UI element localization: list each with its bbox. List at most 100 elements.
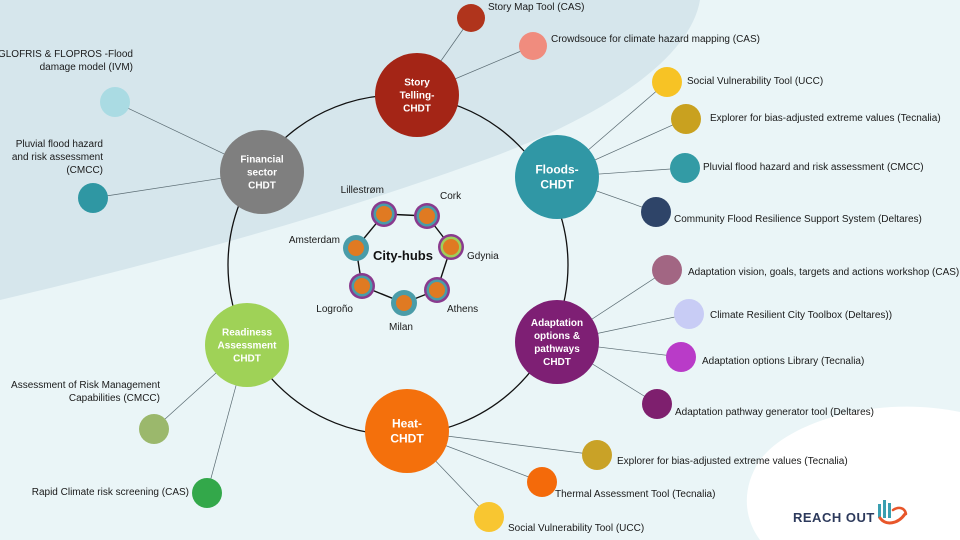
hub-label: Heat- [392, 417, 422, 431]
city-label: Lillestrøm [341, 185, 384, 196]
hub-label: CHDT [233, 354, 261, 365]
logo-text: REACH OUT [793, 510, 875, 525]
reach-out-logo: REACH OUT [793, 500, 908, 525]
hub-heat[interactable]: Heat-CHDT [365, 389, 449, 473]
hub-label: pathways [534, 344, 580, 355]
tool-node[interactable]: Crowdsouce for climate hazard mapping (C… [519, 32, 760, 60]
hub-label: options & [534, 331, 580, 342]
tool-label: Adaptation options Library (Tecnalia) [702, 356, 864, 367]
city-node[interactable]: Cork [414, 191, 462, 229]
hub-group: StoryTelling-CHDTFloods-CHDTAdaptationop… [205, 53, 599, 473]
tool-node[interactable]: Explorer for bias-adjusted extreme value… [582, 440, 848, 470]
tool-dot [519, 32, 547, 60]
hub-label: CHDT [540, 178, 574, 192]
tool-node[interactable]: Adaptation vision, goals, targets and ac… [652, 255, 959, 285]
tool-dot [474, 502, 504, 532]
city-node[interactable]: Milan [389, 290, 417, 333]
tool-node[interactable]: Thermal Assessment Tool (Tecnalia) [527, 467, 715, 500]
tool-dot [641, 197, 671, 227]
city-label: Gdynia [467, 251, 499, 262]
tool-dot [192, 478, 222, 508]
tool-dot [582, 440, 612, 470]
tool-node[interactable]: Community Flood Resilience Support Syste… [641, 197, 922, 227]
tool-dot [652, 67, 682, 97]
tool-label: Explorer for bias-adjusted extreme value… [617, 456, 848, 467]
hub-label: CHDT [543, 357, 571, 368]
tool-label: Explorer for bias-adjusted extreme value… [710, 113, 941, 124]
background-blob-bottom-right [746, 406, 960, 540]
tool-dot [670, 153, 700, 183]
hub-floods[interactable]: Floods-CHDT [515, 135, 599, 219]
hub-label: Floods- [535, 163, 578, 177]
hub-label: Story [404, 78, 430, 89]
hub-label: CHDT [390, 432, 424, 446]
city-label: Cork [440, 191, 462, 202]
tool-label: Adaptation vision, goals, targets and ac… [688, 267, 959, 278]
city-core [396, 295, 412, 311]
tool-dot [457, 4, 485, 32]
tool-node[interactable]: Rapid Climate risk screening (CAS) [32, 478, 222, 508]
hub-circle [365, 389, 449, 473]
hub-circle [220, 130, 304, 214]
hub-label: CHDT [248, 181, 276, 192]
tool-label: damage model (IVM) [40, 62, 133, 73]
tool-dot [527, 467, 557, 497]
tool-label: Climate Resilient City Toolbox (Deltares… [710, 310, 892, 321]
logo-hands-icon [878, 500, 908, 525]
tool-dot [139, 414, 169, 444]
city-node[interactable]: Lillestrøm [341, 185, 397, 227]
tool-label: Community Flood Resilience Support Syste… [674, 214, 922, 225]
tool-dot [666, 342, 696, 372]
city-core [429, 282, 445, 298]
tool-dot [642, 389, 672, 419]
city-core [419, 208, 435, 224]
city-node[interactable]: Logroño [316, 273, 375, 315]
city-node[interactable]: Amsterdam [289, 235, 369, 261]
tool-node[interactable]: Adaptation options Library (Tecnalia) [666, 342, 864, 372]
tool-node[interactable]: Climate Resilient City Toolbox (Deltares… [674, 299, 892, 329]
tool-node[interactable]: Social Vulnerability Tool (UCC) [474, 502, 644, 534]
tool-node[interactable]: Social Vulnerability Tool (UCC) [652, 67, 823, 97]
tool-node[interactable]: Assessment of Risk ManagementCapabilitie… [11, 380, 169, 444]
tool-node[interactable]: Adaptation pathway generator tool (Delta… [642, 389, 874, 419]
city-hubs-label: City-hubs [373, 248, 433, 263]
tool-label: Assessment of Risk Management [11, 380, 160, 391]
tool-label: Crowdsouce for climate hazard mapping (C… [551, 34, 760, 45]
tool-label: Rapid Climate risk screening (CAS) [32, 487, 189, 498]
tool-label: Adaptation pathway generator tool (Delta… [675, 407, 874, 418]
tool-node[interactable]: Pluvial flood hazard and risk assessment… [670, 153, 924, 183]
tool-dot [100, 87, 130, 117]
city-core [354, 278, 370, 294]
tool-dot [78, 183, 108, 213]
city-label: Athens [447, 304, 478, 315]
hub-label: sector [247, 168, 277, 179]
city-label: Amsterdam [289, 235, 340, 246]
tool-label: Social Vulnerability Tool (UCC) [687, 76, 823, 87]
tool-label: Pluvial flood hazard and risk assessment… [703, 162, 924, 173]
hub-label: Financial [240, 155, 284, 166]
tool-node[interactable]: Explorer for bias-adjusted extreme value… [671, 104, 941, 134]
city-node[interactable]: Gdynia [438, 234, 499, 262]
tool-dot [652, 255, 682, 285]
tool-label: Story Map Tool (CAS) [488, 2, 585, 13]
city-label: Logroño [316, 304, 353, 315]
tool-node[interactable]: Story Map Tool (CAS) [457, 2, 585, 32]
city-core [443, 239, 459, 255]
tool-label: Pluvial flood hazard [16, 139, 103, 150]
city-node[interactable]: Athens [424, 277, 478, 315]
city-core [376, 206, 392, 222]
hub-label: Adaptation [531, 318, 583, 329]
hub-circle [515, 135, 599, 219]
tool-label: Thermal Assessment Tool (Tecnalia) [555, 489, 715, 500]
hub-circle [375, 53, 459, 137]
